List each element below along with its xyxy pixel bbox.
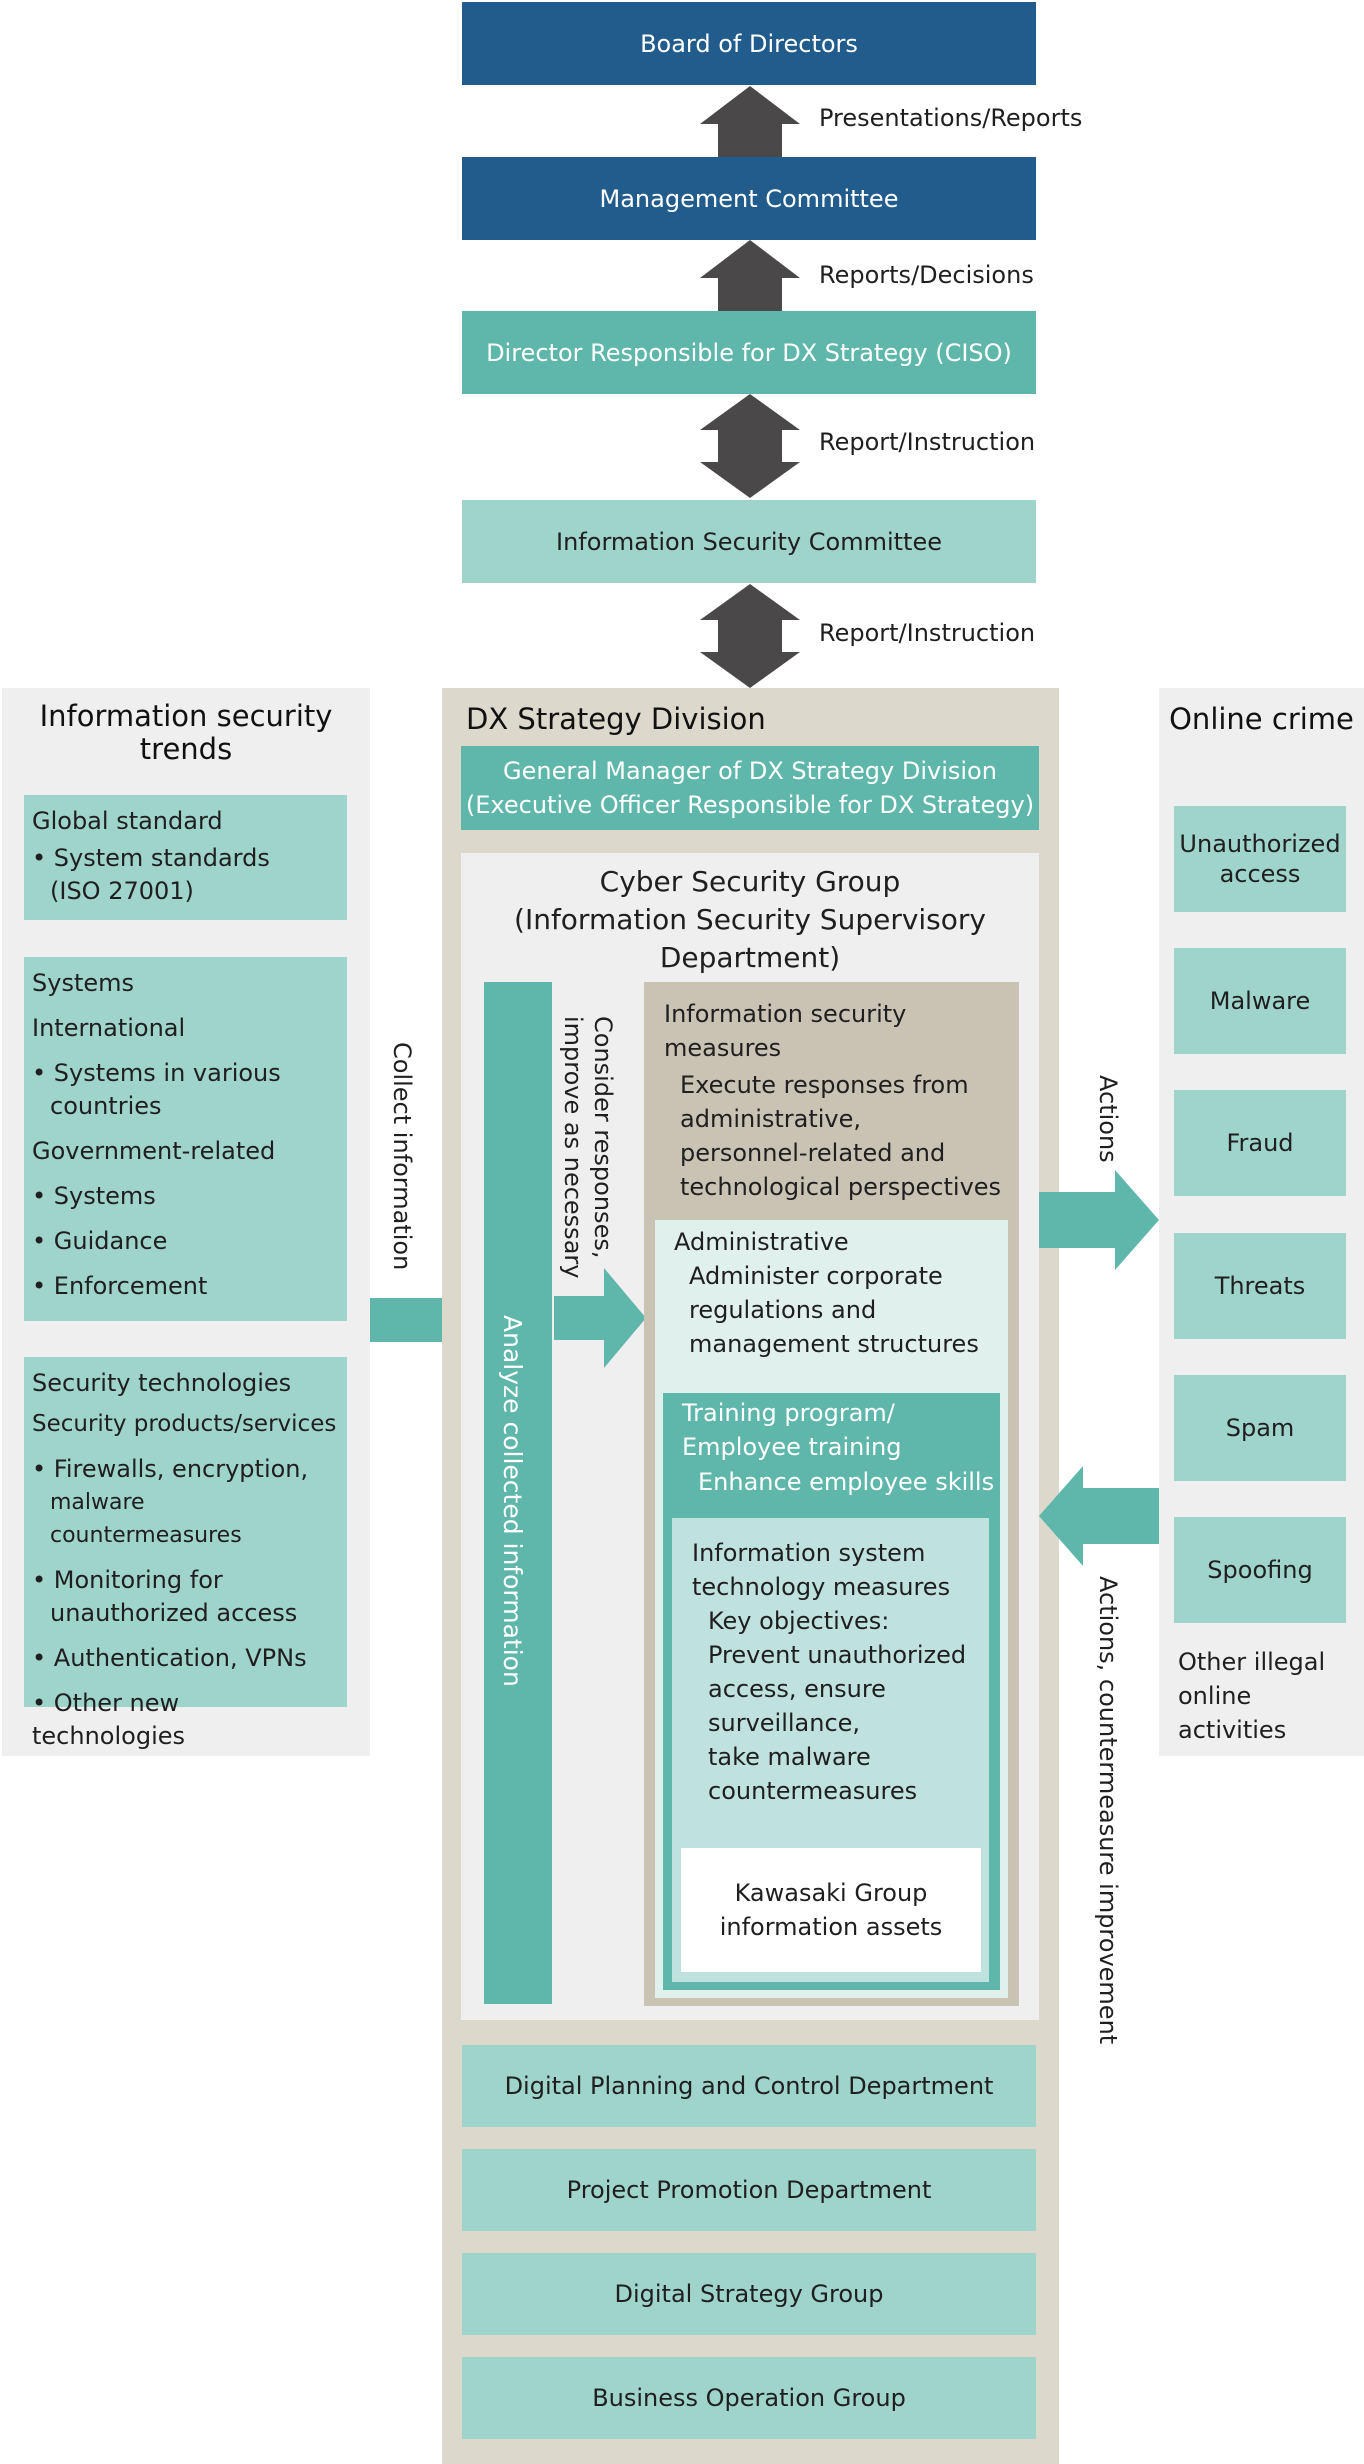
systems-title: Systems — [32, 969, 134, 997]
crime-spoofing: Spoofing — [1174, 1517, 1346, 1623]
department-business-operation: Business Operation Group — [462, 2357, 1036, 2439]
management-label: Management Committee — [599, 184, 899, 213]
actions-label: Actions — [1094, 1075, 1122, 1163]
collect-information-label: Collect information — [388, 1042, 416, 1271]
information-assets-box: Kawasaki Group information assets — [681, 1848, 981, 1972]
crime-threats: Threats — [1174, 1233, 1346, 1339]
department-digital-strategy: Digital Strategy Group — [462, 2253, 1036, 2335]
info-security-committee-box: Information Security Committee — [462, 500, 1036, 583]
countermeasure-arrow — [1039, 1466, 1159, 1566]
department-project-promotion: Project Promotion Department — [462, 2149, 1036, 2231]
double-arrow-2 — [700, 584, 800, 688]
board-label: Board of Directors — [640, 29, 858, 58]
analyze-label: Analyze collected information — [498, 1315, 527, 1687]
consider-responses-label: Consider responses,improve as necessary — [559, 1016, 617, 1279]
actions-improvement-label: Actions, countermeasure improvement — [1094, 1576, 1122, 2045]
measures-title: Information security measures — [664, 1000, 907, 1062]
department-digital-planning: Digital Planning and Control Department — [462, 2045, 1036, 2127]
global-standard-box: Global standard • System standards (ISO … — [24, 795, 347, 920]
systems-box: Systems International • Systems in vario… — [24, 957, 347, 1321]
security-technologies-box: Security technologies Security products/… — [24, 1357, 347, 1750]
cyber-security-group-title: Cyber Security Group (Information Securi… — [514, 865, 986, 974]
infosys-desc: Key objectives: Prevent unauthorized acc… — [708, 1607, 967, 1805]
crime-fraud: Fraud — [1174, 1090, 1346, 1196]
up-arrow-1 — [700, 86, 800, 157]
crime-unauthorized-access: Unauthorized access — [1174, 806, 1346, 912]
online-crime-title: Online crime — [1169, 702, 1354, 736]
administrative-desc: Administer corporate regulations and man… — [689, 1262, 979, 1358]
analyze-column — [484, 982, 552, 2004]
administrative-title: Administrative — [674, 1228, 849, 1256]
report-instruction-label-1: Report/Instruction — [819, 428, 1036, 456]
report-instruction-label-2: Report/Instruction — [819, 619, 1036, 647]
training-desc: Enhance employee skills — [698, 1468, 995, 1496]
dx-division-title: DX Strategy Division — [466, 702, 766, 736]
infosys-title: Information system technology measures — [692, 1539, 951, 1601]
ciso-box: Director Responsible for DX Strategy (CI… — [462, 311, 1036, 394]
up-arrow-2 — [700, 240, 800, 311]
board-of-directors-box: Board of Directors — [462, 2, 1036, 85]
training-title: Training program/ Employee training — [682, 1399, 902, 1461]
security-technologies-title: Security technologies — [32, 1369, 292, 1397]
ciso-label: Director Responsible for DX Strategy (CI… — [486, 338, 1012, 367]
actions-arrow — [1039, 1170, 1159, 1270]
crime-spam: Spam — [1174, 1375, 1346, 1481]
committee-label: Information Security Committee — [556, 527, 942, 556]
other-illegal-activities: Other illegal online activities — [1178, 1648, 1326, 1744]
management-committee-box: Management Committee — [462, 157, 1036, 240]
double-arrow-1 — [700, 394, 800, 498]
reports-decisions-label: Reports/Decisions — [819, 261, 1034, 289]
trends-title: Information security trends — [39, 699, 333, 766]
consider-arrow — [554, 1268, 646, 1368]
global-standard-title: Global standard — [32, 807, 223, 835]
general-manager-box: General Manager of DX Strategy Division … — [461, 746, 1039, 830]
measures-desc: Execute responses from administrative, p… — [680, 1071, 1002, 1201]
crime-malware: Malware — [1174, 948, 1346, 1054]
presentations-reports-label: Presentations/Reports — [819, 104, 1083, 132]
